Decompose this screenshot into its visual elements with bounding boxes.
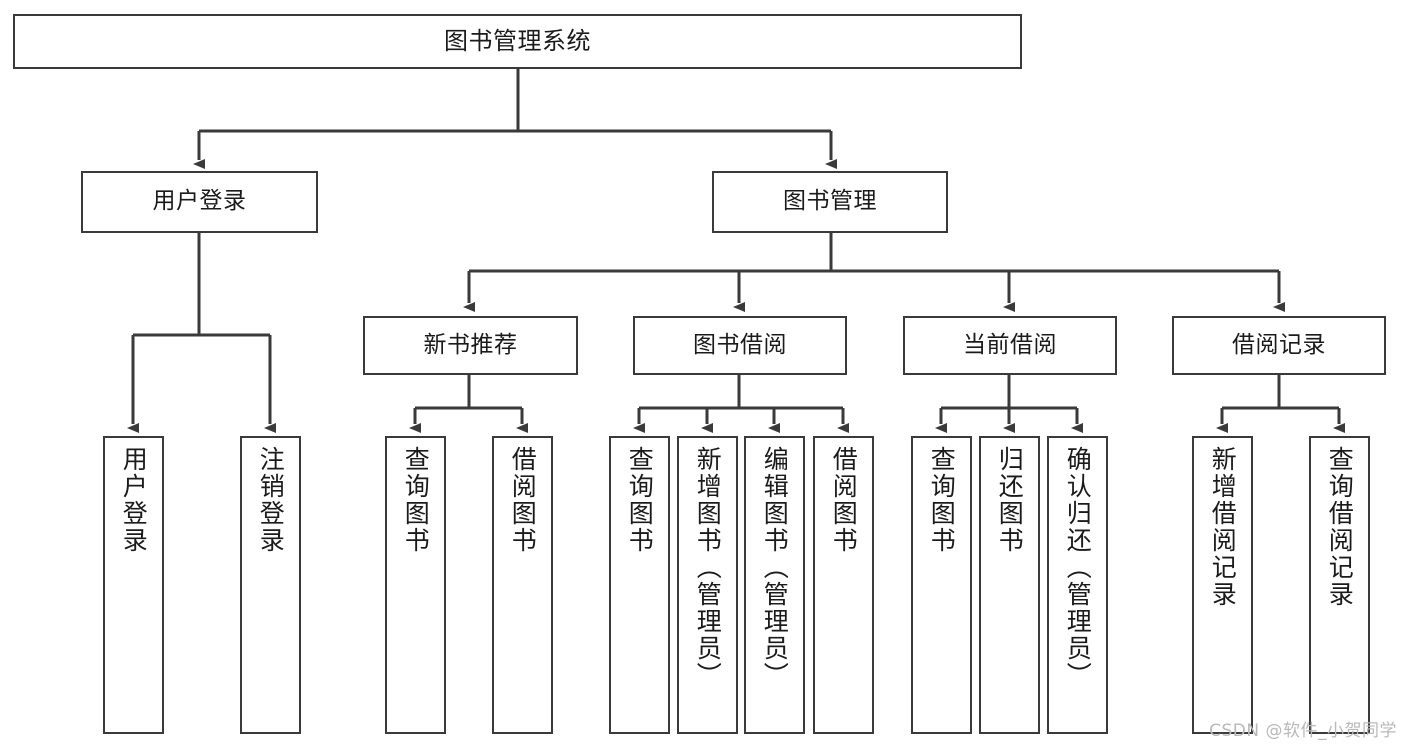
leaf-add-record-label: 新增借阅记录	[1208, 446, 1238, 608]
leaf-return-book[interactable]: 归还图书	[979, 436, 1040, 734]
node-user-login[interactable]: 用户登录	[81, 171, 318, 233]
leaf-confirm-return-label: 确认归还（管理员）	[1063, 446, 1093, 689]
leaf-logout[interactable]: 注销登录	[240, 436, 301, 734]
node-root-system[interactable]: 图书管理系统	[13, 14, 1022, 69]
leaf-borrow-book-1-label: 借阅图书	[508, 446, 538, 554]
leaf-borrow-book-2[interactable]: 借阅图书	[813, 436, 874, 734]
node-new-book-recommend[interactable]: 新书推荐	[363, 316, 578, 375]
node-book-manage[interactable]: 图书管理	[712, 171, 948, 233]
node-book-manage-label: 图书管理	[783, 188, 877, 215]
node-current-borrow[interactable]: 当前借阅	[903, 316, 1117, 375]
node-borrow-record-label: 借阅记录	[1232, 331, 1326, 358]
node-borrow-record[interactable]: 借阅记录	[1172, 316, 1386, 375]
node-new-book-recommend-label: 新书推荐	[423, 331, 518, 358]
leaf-edit-book-label: 编辑图书（管理员）	[760, 446, 790, 689]
leaf-query-book-2[interactable]: 查询图书	[609, 436, 670, 734]
leaf-return-book-label: 归还图书	[995, 446, 1025, 554]
csdn-watermark: CSDN @软件_小贺同学	[1209, 721, 1397, 741]
leaf-logout-label: 注销登录	[256, 446, 286, 554]
leaf-borrow-book-1[interactable]: 借阅图书	[492, 436, 553, 734]
node-current-borrow-label: 当前借阅	[963, 331, 1057, 358]
leaf-borrow-book-2-label: 借阅图书	[829, 446, 859, 554]
leaf-query-book-1[interactable]: 查询图书	[385, 436, 446, 734]
leaf-confirm-return[interactable]: 确认归还（管理员）	[1047, 436, 1108, 734]
leaf-user-login-label: 用户登录	[119, 446, 149, 554]
leaf-query-book-2-label: 查询图书	[625, 446, 655, 554]
leaf-add-book[interactable]: 新增图书（管理员）	[677, 436, 738, 734]
leaf-edit-book[interactable]: 编辑图书（管理员）	[744, 436, 805, 734]
leaf-user-login[interactable]: 用户登录	[103, 436, 164, 734]
leaf-query-record[interactable]: 查询借阅记录	[1309, 436, 1370, 734]
node-book-borrow-label: 图书借阅	[693, 331, 787, 358]
leaf-query-book-3-label: 查询图书	[927, 446, 957, 554]
leaf-query-book-3[interactable]: 查询图书	[911, 436, 972, 734]
node-root-system-label: 图书管理系统	[444, 27, 591, 56]
leaf-add-record[interactable]: 新增借阅记录	[1192, 436, 1253, 734]
leaf-query-record-label: 查询借阅记录	[1325, 446, 1355, 608]
leaf-query-book-1-label: 查询图书	[401, 446, 431, 554]
leaf-add-book-label: 新增图书（管理员）	[693, 446, 723, 689]
node-user-login-label: 用户登录	[152, 188, 247, 215]
node-book-borrow[interactable]: 图书借阅	[633, 316, 847, 375]
